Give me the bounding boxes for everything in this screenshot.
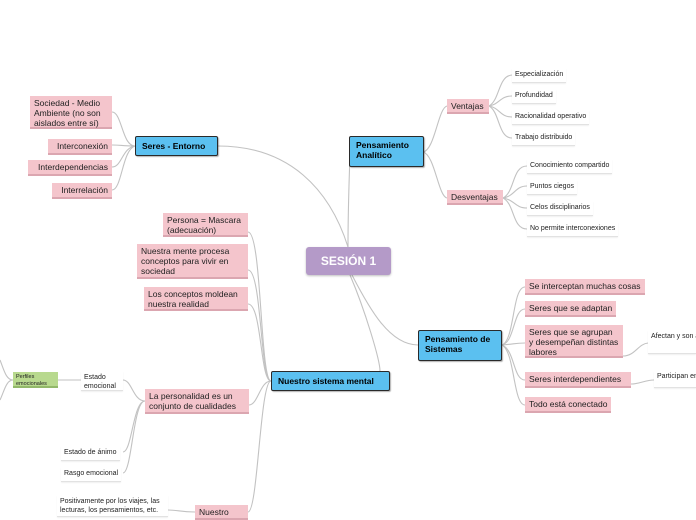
subtopic-ventajas[interactable]: Ventajas [447,99,489,114]
item-mente-procesa[interactable]: Nuestra mente procesa conceptos para viv… [137,244,248,279]
topic-seres-entorno[interactable]: Seres - Entorno [135,136,218,156]
item-se-interceptan[interactable]: Se interceptan muchas cosas [525,279,645,295]
item-conocimiento-compartido[interactable]: Conocimiento compartido [527,159,613,174]
item-estado-emocional[interactable]: Estado emocional [81,371,123,391]
item-todo-conectado[interactable]: Todo está conectado [525,397,612,413]
item-puntos-ciegos[interactable]: Puntos ciegos [527,180,577,195]
item-seres-adaptan[interactable]: Seres que se adaptan [525,301,617,317]
item-seres-interdependientes[interactable]: Seres interdependientes [525,372,631,388]
link-root-entorno [217,145,349,248]
item-perfiles-emocionales[interactable]: Perfiles emocionales [13,372,58,388]
item-cerebro[interactable]: Nuestro cerebro se... [195,505,248,520]
item-persona-mascara[interactable]: Persona = Mascara (adecuación) [163,213,248,237]
item-trabajo-distribuido[interactable]: Trabajo distribuido [512,131,576,146]
link-root-mental [349,274,381,372]
item-positivamente-viajes[interactable]: Positivamente por los viajes, las lectur… [57,495,168,517]
root-node[interactable]: SESIÓN 1 [306,247,391,275]
item-no-permite-interconexiones[interactable]: No permite interconexiones [527,222,619,237]
item-rasgo-emocional[interactable]: Rasgo emocional [61,467,122,482]
topic-sistema-mental[interactable]: Nuestro sistema mental [271,371,390,391]
item-interdependencias[interactable]: Interdependencias [28,160,112,176]
item-sociedad-medio-ambiente[interactable]: Sociedad - Medio Ambiente (no son aislad… [30,96,112,129]
item-interrelacion[interactable]: Interrelación [52,183,112,199]
link-root-sistemas [351,274,419,346]
item-interconexion[interactable]: Interconexión [48,139,112,155]
item-especializacion[interactable]: Especialización [512,68,567,83]
link-analitico-ventajas [422,105,448,153]
item-conceptos-moldean[interactable]: Los conceptos moldean nuestra realidad [144,287,248,311]
item-seres-agrupan[interactable]: Seres que se agrupan y desempeñan distin… [525,325,623,358]
subtopic-desventajas[interactable]: Desventajas [447,190,503,205]
item-afectan-entorno[interactable]: Afectan y son afectados por el entorno [648,330,696,354]
link-analitico-desventajas [422,151,448,199]
item-celos-disciplinarios[interactable]: Celos disciplinarios [527,201,593,216]
item-profundidad[interactable]: Profundidad [512,89,556,104]
item-racionalidad[interactable]: Racionalidad operativo [512,110,590,125]
item-personalidad[interactable]: La personalidad es un conjunto de cualid… [145,389,249,414]
topic-pensamiento-analitico[interactable]: Pensamiento Analítico [349,136,424,167]
item-estado-animo[interactable]: Estado de ánimo [61,446,120,461]
topic-pensamiento-sistemas[interactable]: Pensamiento de Sistemas [418,330,502,361]
item-retroalimentacion[interactable]: Participan en procesos de retroalimentac… [654,371,696,388]
